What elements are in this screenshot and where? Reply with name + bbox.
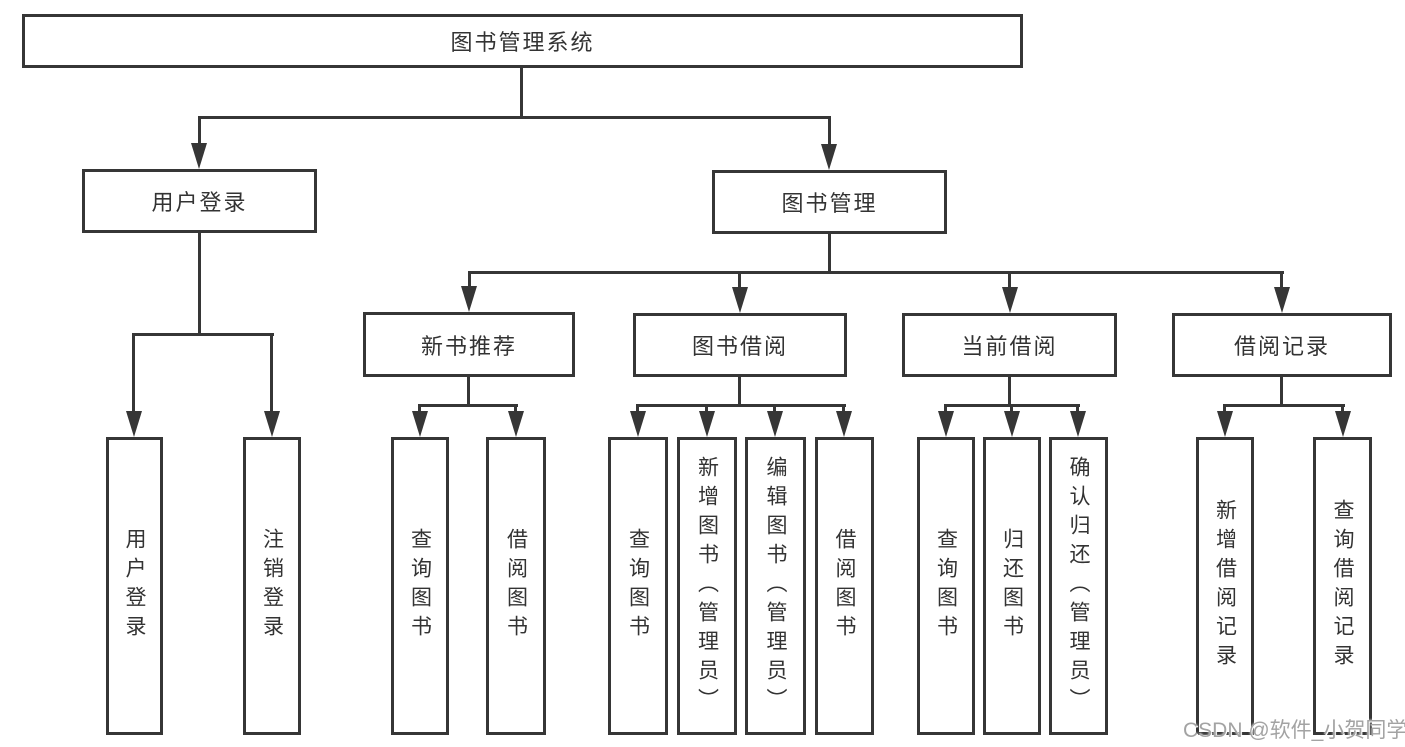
leaf-user-login-label: 用户登录 — [123, 528, 146, 644]
node-new-book-recommend: 新书推荐 — [363, 312, 575, 377]
connector-current-borrow-stem — [1008, 271, 1011, 287]
connector-leaf-stem — [636, 404, 639, 414]
csdn-watermark: CSDN @软件_小贺同学 — [1183, 719, 1405, 742]
arrow-down-icon — [461, 286, 477, 312]
connector-leaf-stem — [1010, 404, 1013, 414]
connector-leaf-stem — [1223, 404, 1226, 414]
arrow-down-icon — [508, 411, 524, 437]
leaf-add-borrow-record: 新增借阅记录 — [1196, 437, 1254, 735]
node-user-login-label: 用户登录 — [151, 190, 248, 215]
leaf-borrow-book-borrowing: 借阅图书 — [815, 437, 874, 735]
leaf-add-borrow-record-label: 新增借阅记录 — [1213, 499, 1237, 673]
leaf-query-book-recommend-label: 查询图书 — [408, 528, 432, 644]
connector-new-book-stem — [468, 271, 471, 287]
node-book-borrowing: 图书借阅 — [633, 313, 847, 377]
arrow-down-icon — [1274, 287, 1290, 313]
node-library-management-system-label: 图书管理系统 — [450, 30, 595, 55]
leaf-logout-label: 注销登录 — [260, 528, 284, 644]
arrow-down-icon — [836, 411, 852, 437]
arrow-down-icon — [1002, 287, 1018, 313]
connector-level2-rail — [198, 116, 831, 119]
connector-user-login-down — [198, 233, 201, 335]
node-new-book-recommend-label: 新书推荐 — [420, 333, 517, 359]
connector-level3-rail — [468, 271, 1284, 274]
leaf-query-book-borrowing-label: 查询图书 — [626, 528, 650, 644]
connector-leaf-stem — [1341, 404, 1344, 414]
arrow-down-icon — [1335, 411, 1351, 437]
connector-leaf-stem — [1076, 404, 1079, 414]
connector-leaf-stem — [773, 404, 776, 414]
leaf-add-book-admin: 新增图书（管理员） — [677, 437, 737, 735]
node-current-borrowing-label: 当前借阅 — [961, 334, 1058, 359]
arrow-down-icon — [1070, 411, 1086, 437]
leaf-return-book: 归还图书 — [983, 437, 1041, 735]
connector-book-mgmt-down — [828, 234, 831, 274]
connector-root-stem — [520, 68, 523, 118]
leaf-confirm-return-admin: 确认归还（管理员） — [1049, 437, 1108, 735]
leaf-query-book-borrowing: 查询图书 — [608, 437, 668, 735]
arrow-down-icon — [732, 287, 748, 313]
leaf-borrow-book-borrowing-label: 借阅图书 — [833, 528, 856, 644]
leaf-query-book-recommend: 查询图书 — [391, 437, 449, 735]
leaf-user-login: 用户登录 — [106, 437, 163, 735]
connector-group-down — [467, 377, 470, 407]
leaf-query-book-current: 查询图书 — [917, 437, 975, 735]
connector-group-rail — [636, 404, 846, 407]
node-library-management-system: 图书管理系统 — [22, 14, 1023, 68]
connector-book-mgmt-stem — [828, 116, 831, 145]
connector-user-login-stem — [198, 116, 201, 144]
arrow-down-icon — [412, 411, 428, 437]
connector-group-down — [1008, 377, 1011, 407]
arrow-down-icon — [699, 411, 715, 437]
connector-borrow-records-stem — [1280, 271, 1283, 287]
connector-leaf-stem — [418, 404, 421, 414]
connector-group-down — [1280, 377, 1283, 407]
node-book-borrowing-label: 图书借阅 — [691, 334, 788, 359]
connector-user-login-rail — [133, 333, 274, 336]
arrow-down-icon — [126, 411, 142, 437]
arrow-down-icon — [630, 411, 646, 437]
node-current-borrowing: 当前借阅 — [902, 313, 1117, 377]
arrow-down-icon — [821, 144, 837, 170]
connector-leaf-stem — [270, 333, 273, 413]
leaf-return-book-label: 归还图书 — [1000, 528, 1024, 644]
leaf-edit-book-admin-label: 编辑图书（管理员） — [764, 455, 787, 717]
node-user-login: 用户登录 — [82, 169, 317, 233]
connector-leaf-stem — [944, 404, 947, 414]
leaf-query-borrow-record-label: 查询借阅记录 — [1331, 499, 1354, 673]
connector-book-borrow-stem — [738, 271, 741, 287]
connector-group-rail — [1223, 404, 1345, 407]
connector-leaf-stem — [842, 404, 845, 414]
leaf-query-book-current-label: 查询图书 — [934, 528, 958, 644]
connector-leaf-stem — [705, 404, 708, 414]
leaf-query-borrow-record: 查询借阅记录 — [1313, 437, 1372, 735]
connector-group-rail — [418, 404, 518, 407]
leaf-confirm-return-admin-label: 确认归还（管理员） — [1067, 455, 1090, 717]
arrow-down-icon — [191, 143, 207, 169]
arrow-down-icon — [1217, 411, 1233, 437]
leaf-add-book-admin-label: 新增图书（管理员） — [695, 455, 719, 717]
connector-leaf-stem — [132, 333, 135, 413]
arrow-down-icon — [264, 411, 280, 437]
node-borrowing-records-label: 借阅记录 — [1233, 334, 1330, 359]
connector-group-down — [738, 377, 741, 407]
leaf-borrow-book-recommend: 借阅图书 — [486, 437, 546, 735]
node-book-management: 图书管理 — [712, 170, 947, 234]
node-book-management-label: 图书管理 — [781, 191, 878, 216]
arrow-down-icon — [767, 411, 783, 437]
leaf-borrow-book-recommend-label: 借阅图书 — [504, 528, 528, 644]
leaf-logout: 注销登录 — [243, 437, 301, 735]
connector-leaf-stem — [514, 404, 517, 414]
node-borrowing-records: 借阅记录 — [1172, 313, 1392, 377]
arrow-down-icon — [1004, 411, 1020, 437]
leaf-edit-book-admin: 编辑图书（管理员） — [745, 437, 806, 735]
arrow-down-icon — [938, 411, 954, 437]
